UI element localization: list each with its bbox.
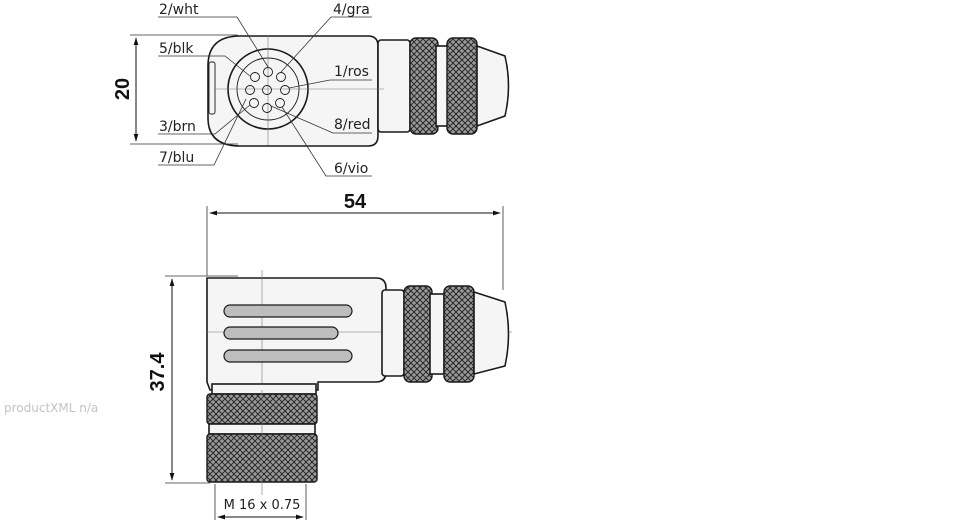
pin-label-7: 7/blu (159, 150, 194, 166)
coupling-nut (206, 383, 318, 495)
vent-slot-2 (223, 326, 339, 340)
pin-5 (250, 72, 260, 82)
pin-label-2: 2/wht (159, 2, 199, 18)
front-cable-outlet (377, 37, 510, 135)
vent-slot-3 (223, 349, 353, 363)
pin-1 (280, 85, 290, 95)
pin-center (262, 85, 272, 95)
pin-6 (275, 98, 285, 108)
pin-label-8: 8/red (334, 117, 371, 133)
dimension-length: 54 (206, 191, 504, 290)
pin-label-5: 5/blk (159, 41, 194, 57)
pin-3 (249, 98, 259, 108)
front-housing-notch (208, 61, 216, 115)
dimension-height-side: 37.4 (147, 275, 238, 484)
pin-label-1: 1/ros (334, 64, 369, 80)
dimension-thread: M 16 x 0.75 (214, 484, 307, 520)
side-cable-outlet (381, 285, 510, 383)
pin-4 (276, 72, 286, 82)
dimension-label-37-4: 37.4 (147, 352, 169, 392)
dimension-label-54: 54 (344, 191, 367, 213)
pin-8 (262, 103, 272, 113)
pin-leaders (158, 16, 372, 177)
pin-7 (245, 85, 255, 95)
pin-label-6: 6/vio (334, 161, 368, 177)
vent-slot-1 (223, 304, 353, 318)
thread-label: M 16 x 0.75 (224, 498, 301, 513)
pin-2 (263, 67, 273, 77)
side-view: 54 37.4 (147, 191, 512, 520)
front-view: 2/wht 4/gra 5/blk 1/ros 3/brn 8/red 7/bl… (112, 2, 510, 177)
dimension-label-20: 20 (112, 78, 134, 100)
pin-label-4: 4/gra (333, 2, 370, 18)
watermark: productXML n/a (4, 401, 98, 415)
socket-pins (245, 67, 290, 113)
pin-label-3: 3/brn (159, 119, 196, 135)
dimension-height-top: 20 (112, 34, 238, 145)
